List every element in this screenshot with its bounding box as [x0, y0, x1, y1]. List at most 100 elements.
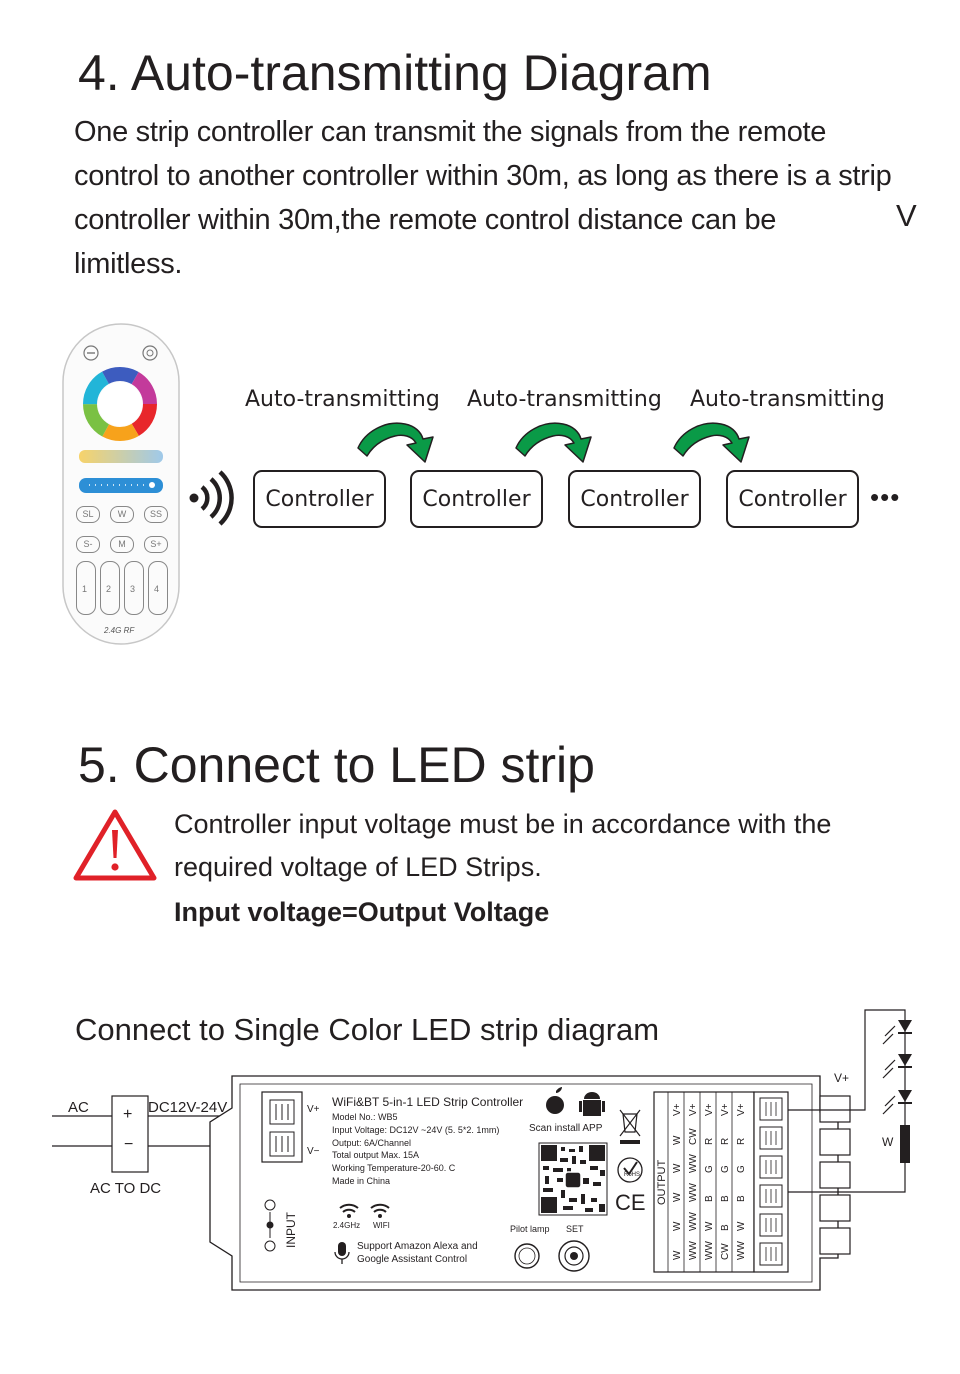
signal-waves-icon [189, 470, 234, 526]
terminal-pin-label: W [736, 1221, 747, 1231]
curved-arrow-icon [357, 422, 434, 463]
input-vplus-label: V+ [307, 1104, 320, 1115]
terminal-pin-label: WW [688, 1154, 699, 1173]
terminal-pin-label: R [704, 1137, 715, 1145]
controller-box: Controller [410, 470, 543, 528]
remote-sl-button: SL [76, 506, 100, 523]
section4-paragraph: One strip controller can transmit the si… [74, 110, 892, 286]
product-specs: Model No.: WB5 Input Voltage: DC12V ~24V… [332, 1111, 499, 1188]
zone-label: 2 [106, 584, 112, 594]
terminal-pin-label: B [736, 1195, 747, 1202]
warning-triangle-icon [73, 809, 157, 881]
spec-line: Made in China [332, 1175, 391, 1186]
remote-s-minus-button: S- [76, 536, 100, 553]
wiring-diagram [52, 1009, 912, 1291]
input-vminus-label: V− [307, 1146, 320, 1157]
curved-arrow-icon [515, 422, 592, 463]
remote-zone-button: 1 [76, 561, 96, 615]
diagram-title: Connect to Single Color LED strip diagra… [75, 1012, 660, 1047]
section4-title: 4. Auto-transmitting Diagram [78, 45, 712, 101]
spec-line: Input Voltage: DC12V ~24V (5. 5*2. 1mm) [332, 1124, 500, 1135]
spec-line: Output: 6A/Channel [332, 1137, 412, 1148]
terminal-pin-label: V+ [720, 1103, 731, 1116]
remote-brand: 2.4G RF [104, 626, 135, 635]
controller-box: Controller [726, 470, 859, 528]
remote-ss-button: SS [144, 506, 168, 523]
auto-transmitting-label: Auto-transmitting [690, 387, 885, 412]
warning-line: Controller input voltage must be in acco… [174, 809, 832, 839]
dc-voltage-label: DC12V-24V [148, 1099, 228, 1116]
terminal-pin-label: G [736, 1165, 747, 1173]
terminal-pin-label: W [672, 1221, 683, 1231]
remote-row1: SL W SS [76, 506, 168, 523]
remote-zone-button: 3 [124, 561, 144, 615]
ellipsis: ••• [870, 482, 901, 512]
scan-app-label: Scan install APP [529, 1123, 603, 1134]
terminal-pin-label: R [736, 1137, 747, 1145]
remote-control: SL W SS S- M S+ 1 2 3 4 2.4G RF [62, 323, 180, 645]
stray-character: V [896, 198, 917, 233]
terminal-pin-label: W [672, 1163, 683, 1173]
terminal-pin-label: G [704, 1165, 715, 1173]
remote-zones: 1 2 3 4 [76, 561, 168, 615]
alexa-support: Support Amazon Alexa and Google Assistan… [357, 1240, 478, 1266]
warning-bold: Input voltage=Output Voltage [174, 897, 550, 927]
auto-transmitting-label: Auto-transmitting [467, 387, 662, 412]
remote-s-plus-button: S+ [144, 536, 168, 553]
plus-sign: + [123, 1106, 133, 1123]
terminal-pin-label: G [720, 1165, 731, 1173]
rohs-label: RoHS [624, 1172, 641, 1178]
terminal-pin-label: B [704, 1195, 715, 1202]
remote-w-button: W [110, 506, 134, 523]
warning-text: Controller input voltage must be in acco… [174, 803, 831, 889]
strip-vplus-label: V+ [834, 1071, 850, 1085]
terminal-pin-label: V+ [704, 1103, 715, 1116]
terminal-pin-label: V+ [688, 1103, 699, 1116]
alexa-line: Support Amazon Alexa and [357, 1241, 478, 1252]
terminal-pin-label: W [672, 1250, 683, 1260]
auto-transmitting-label: Auto-transmitting [245, 387, 440, 412]
terminal-pin-label: R [720, 1137, 731, 1145]
terminal-pin-label: CW [688, 1128, 699, 1145]
terminal-pin-label: W [672, 1135, 683, 1145]
terminal-pin-label: V+ [672, 1103, 683, 1116]
zone-label: 4 [154, 584, 160, 594]
terminal-pin-label: WW [688, 1241, 699, 1260]
controller-box: Controller [568, 470, 701, 528]
remote-zone-button: 4 [148, 561, 168, 615]
terminal-pin-label: B [720, 1224, 731, 1231]
terminal-pin-label: WW [704, 1241, 715, 1260]
wifi-label: WIFI [373, 1221, 390, 1230]
remote-zone-button: 2 [100, 561, 120, 615]
spec-line: Model No.: WB5 [332, 1112, 398, 1122]
paragraph-line: limitless. [74, 248, 183, 280]
terminal-pin-label: WW [736, 1241, 747, 1260]
terminal-pin-label: W [672, 1192, 683, 1202]
paragraph-line: One strip controller can transmit the si… [74, 116, 827, 148]
remote-row2: S- M S+ [76, 536, 168, 553]
paragraph-line: controller within 30m,the remote control… [74, 204, 777, 236]
zone-label: 1 [82, 584, 88, 594]
pilot-lamp-label: Pilot lamp [510, 1224, 550, 1234]
spec-line: Total output Max. 15A [332, 1150, 420, 1161]
paragraph-line: control to another controller within 30m… [74, 160, 892, 192]
ac-to-dc-label: AC TO DC [90, 1180, 162, 1197]
terminal-pin-label: V+ [736, 1103, 747, 1116]
set-label: SET [566, 1224, 584, 1234]
terminal-pin-label: WW [688, 1212, 699, 1231]
zone-label: 3 [130, 584, 136, 594]
spec-line: Working Temperature-20-60. C [332, 1163, 456, 1174]
ghz-label: 2.4GHz [333, 1221, 361, 1230]
ac-label: AC [68, 1099, 89, 1116]
minus-sign: − [124, 1136, 134, 1153]
terminal-pin-label: CW [720, 1243, 731, 1260]
terminal-pin-label: W [704, 1221, 715, 1231]
controller-box: Controller [253, 470, 386, 528]
strip-w-label: W [882, 1135, 894, 1149]
alexa-line: Google Assistant Control [357, 1254, 468, 1265]
curved-arrow-icon [673, 422, 750, 463]
remote-m-button: M [110, 536, 134, 553]
terminal-pin-label: WW [688, 1183, 699, 1202]
product-title: WiFi&BT 5-in-1 LED Strip Controller [332, 1095, 524, 1109]
terminal-pin-label: B [720, 1195, 731, 1202]
